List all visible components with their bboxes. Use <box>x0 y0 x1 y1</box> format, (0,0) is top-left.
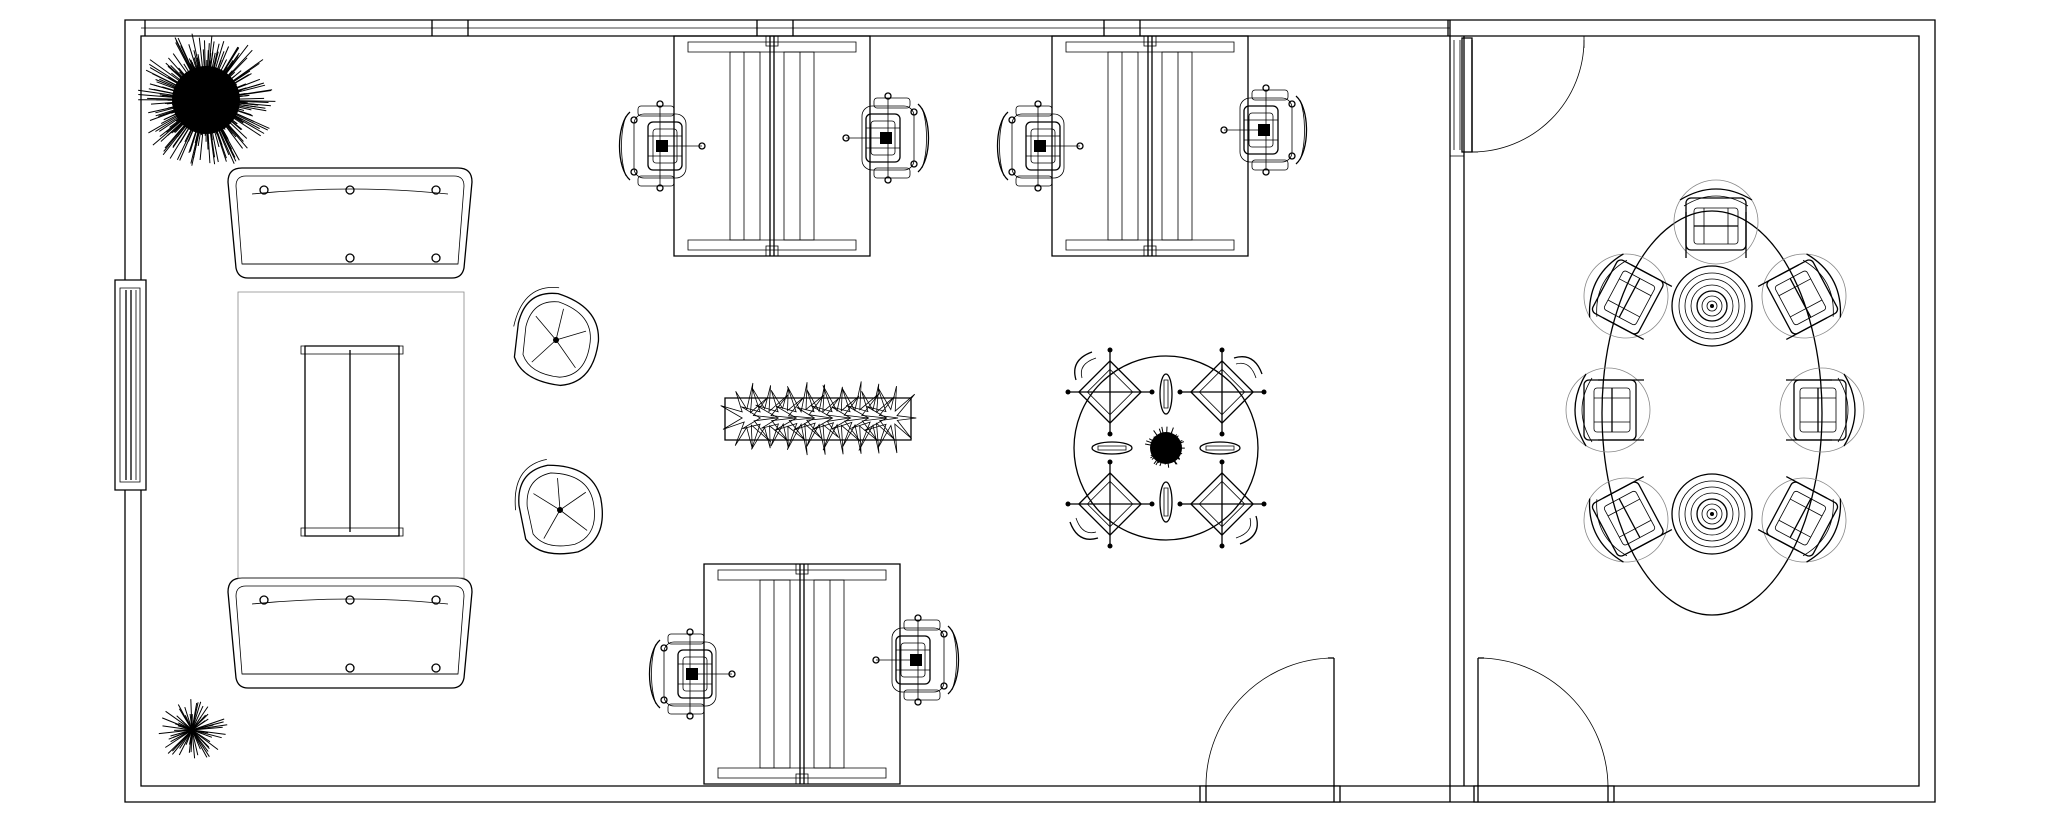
office-chair <box>996 100 1084 192</box>
lounge-chair-top <box>504 280 608 392</box>
conference-area <box>1565 179 1865 615</box>
workstation-cluster-1 <box>618 35 930 257</box>
conference-chair-top <box>1673 179 1759 265</box>
side-table-top <box>1671 265 1753 347</box>
round-table-chair <box>1176 346 1268 438</box>
office-chair <box>618 100 706 192</box>
coffee-table <box>301 346 403 536</box>
conference-chair-right-upper <box>1746 238 1862 354</box>
left-window <box>115 280 146 490</box>
round-meeting-table <box>1064 346 1268 550</box>
partition-wall <box>1450 20 1472 802</box>
side-table-bottom <box>1671 473 1753 555</box>
sofa-top <box>227 167 473 279</box>
workstation-cluster-3 <box>648 563 960 785</box>
rug <box>238 292 464 578</box>
round-table-chair <box>1064 346 1156 438</box>
office-chair <box>648 628 736 720</box>
planter-foliage <box>721 381 917 455</box>
door-meeting-top <box>1468 36 1584 152</box>
round-table-chair <box>1064 458 1156 550</box>
door-meeting-bottom <box>1474 658 1614 802</box>
walls <box>115 20 1935 802</box>
top-window-frames <box>141 20 1450 36</box>
office-chair <box>1220 84 1308 176</box>
conference-chair-left-lower <box>1568 462 1684 578</box>
office-chair <box>842 92 930 184</box>
plant-small <box>159 699 227 758</box>
plant-large <box>138 34 275 166</box>
workstation-cluster-2 <box>996 35 1308 257</box>
lounge-chair-bottom <box>508 451 609 561</box>
office-chair <box>872 614 960 706</box>
table-centerpiece <box>1145 427 1185 468</box>
conference-chair-left-middle <box>1565 367 1651 453</box>
conference-chair-left-upper <box>1568 238 1684 354</box>
conference-chair-right-lower <box>1746 462 1862 578</box>
doors <box>1200 36 1614 802</box>
door-office-bottom <box>1200 658 1340 802</box>
lounge-area <box>227 167 609 689</box>
round-table-chair <box>1176 458 1268 550</box>
planter-box <box>721 381 917 455</box>
sofa-bottom <box>227 577 473 689</box>
